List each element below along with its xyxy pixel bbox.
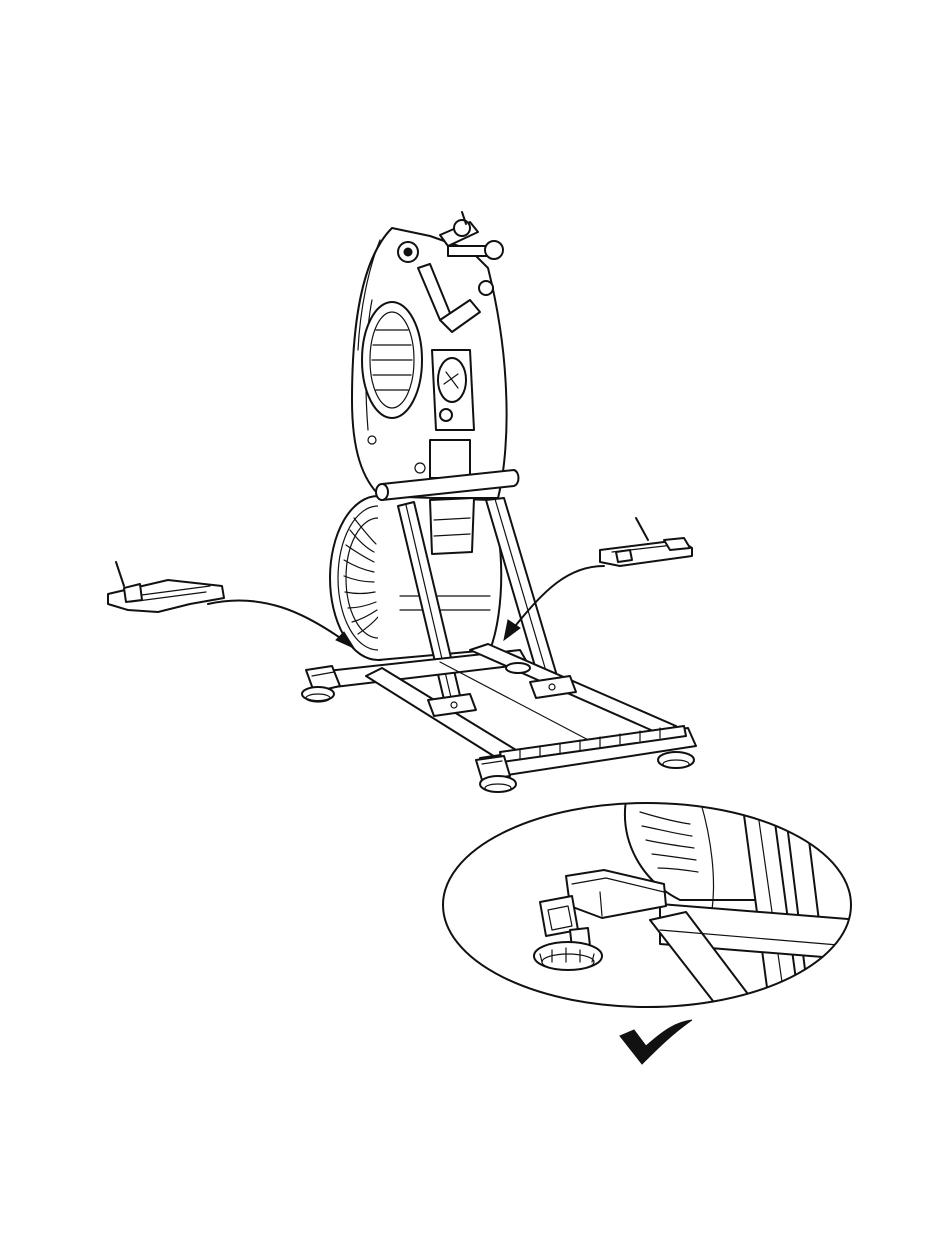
base-frame xyxy=(302,644,696,792)
right-foot-cover-part xyxy=(600,518,692,566)
machine-illustration xyxy=(302,212,696,792)
left-foot-cover-part xyxy=(108,562,224,612)
detail-magnifier-ellipse xyxy=(443,800,860,1010)
checkmark-icon xyxy=(620,1020,692,1064)
upper-body xyxy=(352,212,507,498)
left-insert-arrow xyxy=(208,600,346,642)
